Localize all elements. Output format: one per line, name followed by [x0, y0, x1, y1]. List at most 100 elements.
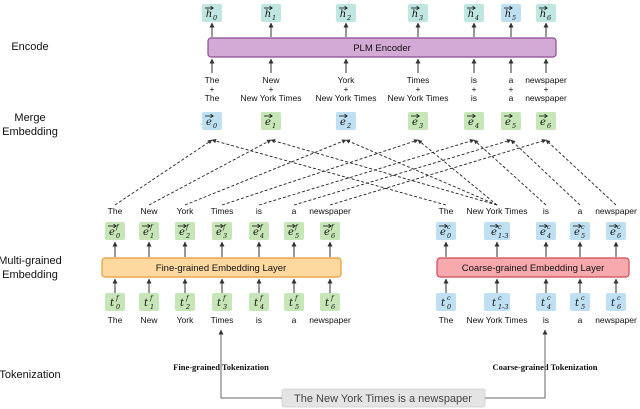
hidden-state-0-vector-head [210, 5, 214, 11]
hidden-state-0-box [202, 4, 222, 22]
merged-embed-5-vector-head [509, 113, 513, 119]
coarse-embed-2-box [536, 222, 556, 240]
fine-embed-2-sub: 2 [185, 232, 190, 240]
fine-token-6-sup: f [330, 294, 335, 302]
hidden-state-6-box [536, 4, 556, 22]
coarse-tokenization-arrow [485, 329, 548, 399]
hidden-state-5-sub: 5 [512, 14, 516, 22]
hidden-state-2-vector-head [344, 5, 348, 11]
merge-pair-plus-2: + [344, 84, 349, 94]
coarse-embed-2-letter: e [540, 227, 546, 238]
coarse-embed-4-box [606, 222, 626, 240]
coarse-merge-line-1 [270, 138, 498, 206]
hidden-state-0-sub: 0 [213, 14, 217, 22]
fine-embed-0-vector-head [113, 223, 117, 229]
coarse-embed-2-sub: 4 [546, 232, 551, 240]
coarse-embed-2-sup: c [547, 223, 551, 231]
merge-pair-plus-3: + [416, 84, 421, 94]
fine-token-2-box [175, 293, 195, 311]
coarse-token-1-letter: t [492, 298, 497, 309]
coarse-token-3-sup: c [581, 294, 585, 302]
fine-token-word-2: York [177, 315, 194, 325]
coarse-embed-3-sub: 5 [581, 232, 585, 240]
coarse-token-0-sub: 0 [447, 303, 451, 311]
fine-token-3-sup: f [222, 294, 227, 302]
hidden-state-5-letter: h [505, 9, 511, 20]
merge-pair-plus-0: + [210, 84, 215, 94]
merged-embed-5-box [501, 112, 521, 130]
merged-embed-3-vector-head [416, 113, 420, 119]
fine-merge-line-0 [114, 139, 213, 206]
merge-pair-bottom-6: newspaper [525, 93, 567, 103]
hidden-state-0-letter: h [206, 9, 212, 20]
hidden-state-6-sub: 6 [547, 14, 551, 22]
merged-embed-2-sub: 2 [346, 122, 351, 130]
fine-token-3-box [212, 293, 232, 311]
merged-embed-0-letter: e [206, 117, 212, 128]
fine-token-4-letter: t [254, 298, 259, 309]
fine-embed-word-6: newspaper [309, 206, 351, 216]
fine-token-4-sup: f [259, 294, 264, 302]
merged-embed-4-vector-head [472, 113, 476, 119]
coarse-token-3-sub: 5 [581, 303, 585, 311]
fine-token-6-box [320, 293, 340, 311]
coarse-embed-word-0: The [439, 206, 454, 216]
fine-embed-3-vector-head [220, 223, 224, 229]
merged-embed-3-box [408, 112, 428, 130]
merged-embed-6-letter: e [540, 117, 546, 128]
coarse-merge-line-3 [417, 139, 498, 206]
fine-token-5-sub: 5 [295, 303, 299, 311]
coarse-embed-1-sup: c [498, 223, 502, 231]
coarse-embedding-layer [436, 257, 630, 278]
fine-embed-1-sub: 1 [150, 232, 154, 240]
merged-embed-0-sub: 0 [213, 122, 217, 130]
coarse-token-3-letter: t [575, 298, 580, 309]
fine-token-word-3: Times [211, 315, 234, 325]
merged-embed-2-letter: e [340, 117, 346, 128]
coarse-embed-0-sub: 0 [447, 232, 451, 240]
hidden-state-4-letter: h [468, 9, 474, 20]
fine-embed-6-box [320, 222, 340, 240]
hidden-state-5-vector-head [509, 5, 513, 11]
fine-embed-word-5: a [292, 206, 297, 216]
fine-embed-4-sub: 4 [259, 232, 264, 240]
merge-pair-top-4: is [471, 75, 477, 85]
coarse-token-1-sub: 1-3 [498, 303, 508, 311]
hidden-state-3-sub: 3 [419, 14, 423, 22]
fine-embed-word-0: The [108, 206, 123, 216]
fine-token-0-sub: 0 [116, 303, 120, 311]
fine-token-word-6: newspaper [309, 315, 351, 325]
coarse-token-4-letter: t [611, 298, 616, 309]
merge-pair-plus-1: + [269, 84, 274, 94]
fine-embed-4-letter: e [253, 227, 259, 238]
merged-embed-4-sub: 4 [474, 122, 479, 130]
fine-embed-6-letter: e [324, 227, 330, 238]
fine-merge-line-5 [293, 139, 512, 206]
fine-embed-5-sup: f [294, 223, 299, 231]
merge-pair-bottom-1: New York Times [241, 93, 302, 103]
coarse-merge-line-0 [211, 138, 447, 206]
coarse-embed-word-2: is [543, 206, 549, 216]
stage-label-merge-2: Embedding [2, 126, 58, 138]
coarse-token-word-0: The [439, 315, 454, 325]
fine-embed-2-letter: e [179, 227, 185, 238]
fine-token-6-sub: 6 [331, 303, 335, 311]
fine-embed-6-vector-head [328, 223, 332, 229]
coarse-embed-0-box [436, 222, 456, 240]
merged-embed-6-vector-head [544, 113, 548, 119]
coarse-token-3-box [570, 293, 590, 311]
hidden-state-2-sub: 2 [346, 14, 351, 22]
fine-embed-word-4: is [256, 206, 262, 216]
merged-embed-2-box [336, 112, 356, 130]
fine-embedding-layer-label: Fine-grained Embedding Layer [156, 263, 286, 274]
coarse-embed-0-letter: e [440, 227, 446, 238]
fine-embed-4-vector-head [257, 223, 261, 229]
merged-embed-1-box [261, 112, 281, 130]
stage-label-multi-1: Multi-grained [0, 255, 62, 267]
coarse-embed-1-box [484, 222, 510, 240]
plm-encoder-box [207, 37, 557, 58]
merge-pair-plus-4: + [472, 84, 477, 94]
fine-embed-0-box [105, 222, 125, 240]
merge-pair-top-0: The [205, 75, 220, 85]
coarse-embed-word-3: a [578, 206, 583, 216]
